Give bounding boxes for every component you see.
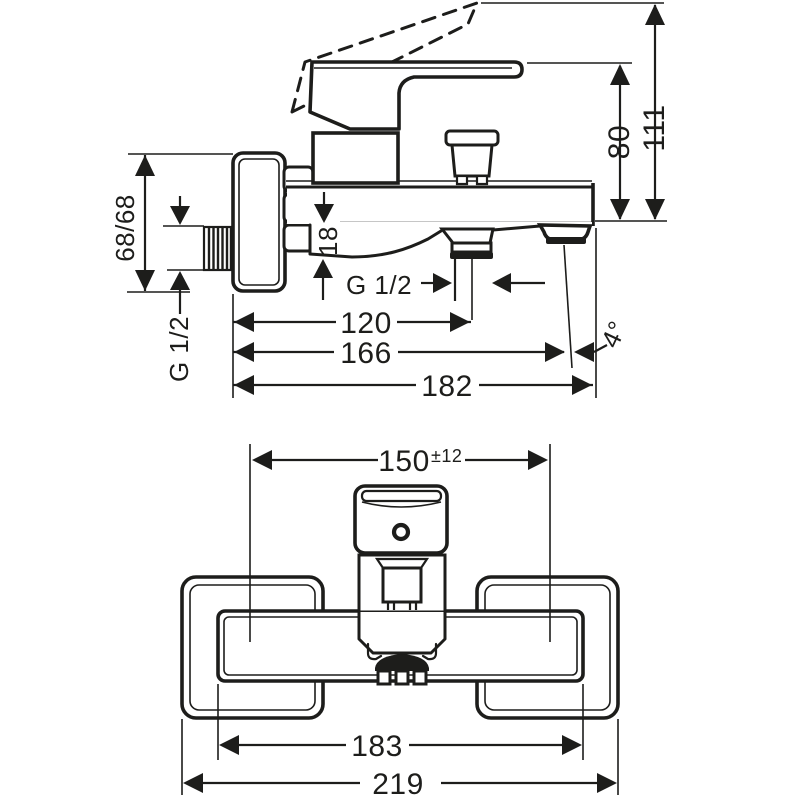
dim-body-width-label: 183 <box>351 730 403 763</box>
dim-shower-thread-label: G 1/2 <box>346 270 412 300</box>
handle-screw-hole <box>391 522 411 542</box>
dim-supply-offset: 68/68 G 1/2 <box>110 153 233 382</box>
dim-hole-tolerance-label: ±12 <box>431 446 462 466</box>
cartridge-sleeve-front <box>357 553 447 614</box>
dim-shower-thread: G 1/2 <box>346 270 545 300</box>
faucet-body <box>286 180 595 227</box>
dim-shower-depth-label: 120 <box>340 307 392 340</box>
dim-shower-depth: 120 <box>233 307 471 340</box>
front-view: 150 ±12 183 219 <box>180 444 620 800</box>
tub-spout <box>308 222 592 259</box>
dim-handle-height: 80 <box>603 64 636 220</box>
spout-housing-front <box>357 610 447 686</box>
dim-spout-tip-depth: 166 4° <box>233 316 633 370</box>
shower-hose-outlet <box>438 227 495 320</box>
dim-hole-spacing-label: 150 <box>378 445 430 478</box>
cartridge-cover <box>311 131 400 185</box>
dim-handle-height-label: 80 <box>603 125 636 159</box>
wall-escutcheon-side <box>231 151 287 293</box>
side-view: 80 111 68/68 G 1/2 <box>110 1 671 403</box>
handle-lever <box>308 60 524 131</box>
handle-cap-front <box>353 484 449 555</box>
dim-spout-tip-depth-label: 166 <box>340 337 392 370</box>
dim-total-depth-label: 182 <box>421 370 473 403</box>
dim-body-drop-label: 18 <box>313 226 343 256</box>
spout-angle-line <box>563 244 573 369</box>
handle-raised-dashed-outline <box>290 1 479 114</box>
spout-tip <box>536 223 593 244</box>
diverter-knob <box>444 129 500 186</box>
dim-overall-width-label: 219 <box>372 768 424 800</box>
dim-body-drop: 18 <box>313 192 343 300</box>
dim-supply-thread-label: G 1/2 <box>164 316 194 382</box>
dim-total-depth: 182 <box>233 370 593 403</box>
dim-spout-angle-label: 4° <box>595 316 633 352</box>
aerator-front <box>375 654 429 671</box>
dim-overall-width: 219 <box>181 719 619 800</box>
dim-total-height-label: 111 <box>638 104 671 151</box>
dim-total-height: 111 <box>638 4 671 220</box>
supply-thread-pipe <box>202 225 235 272</box>
dim-body-width: 183 <box>217 684 584 763</box>
dim-hole-spacing: 150 ±12 <box>252 445 548 478</box>
dim-supply-offset-label: 68/68 <box>110 194 140 262</box>
